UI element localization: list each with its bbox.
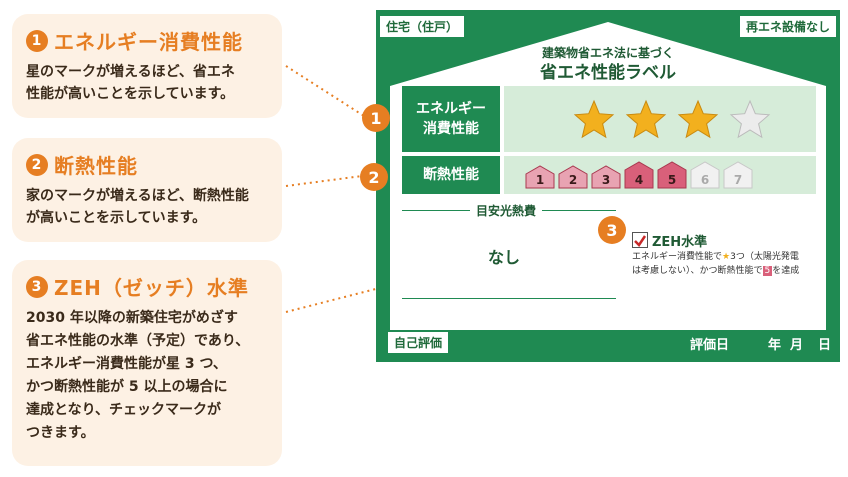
cost-divider-bottom (402, 298, 616, 299)
number-badge: 1 (26, 29, 48, 52)
card-title: 断熱性能 (54, 154, 138, 178)
energy-row-label: エネルギー 消費性能 (402, 86, 500, 152)
small-house-icon: 5 (762, 266, 773, 276)
day-label: 日 (818, 338, 832, 353)
star-rating (573, 99, 771, 139)
card-text: 家のマークが増えるほど、断熱性能 が高いことを示しています。 (26, 188, 249, 226)
tag-residence: 住宅（住戸） (380, 16, 465, 37)
month-label: 月 (790, 338, 804, 353)
zeh-label: ZEH水準 (652, 235, 708, 250)
house-level-icon: 4 (624, 161, 654, 189)
connector-line-1 (285, 65, 365, 117)
connector-line-2 (285, 175, 363, 187)
star-filled-icon (625, 99, 667, 139)
insulation-explanation-card: 2 断熱性能 家のマークが増えるほど、断熱性能 が高いことを示しています。 (12, 138, 282, 242)
energy-stars-row (504, 86, 816, 152)
star-filled-icon (677, 99, 719, 139)
house-level-number: 1 (536, 173, 544, 187)
zeh-explanation-card: 3 ZEH（ゼッチ）水準 2030 年以降の新築住宅がめざす 省エネ性能の水準（… (12, 260, 282, 466)
callout-2: 2 (360, 163, 388, 191)
tag-renewable: 再エネ設備なし (739, 16, 836, 37)
house-level-number: 2 (569, 173, 577, 187)
card-title: エネルギー消費性能 (54, 30, 243, 54)
house-rating: 1 2 3 4 5 6 7 (525, 161, 753, 189)
label-subtitle: 建築物省エネ法に基づく (541, 46, 674, 60)
insulation-houses-row: 1 2 3 4 5 6 7 (504, 156, 816, 194)
house-level-icon: 3 (591, 165, 621, 189)
house-level-number: 6 (701, 173, 709, 187)
house-level-icon: 7 (723, 161, 753, 189)
card-text: 星のマークが増えるほど、省エネ 性能が高いことを示しています。 (26, 64, 235, 102)
year-label: 年 (768, 338, 782, 353)
card-title: ZEH（ゼッチ）水準 (54, 276, 249, 300)
number-badge: 3 (26, 275, 48, 298)
star-filled-icon (573, 99, 615, 139)
star-empty-icon (729, 99, 771, 139)
insulation-row-label: 断熱性能 (402, 156, 500, 194)
house-level-icon: 1 (525, 165, 555, 189)
card-text: 2030 年以降の新築住宅がめざす 省エネ性能の水準（予定）であり、 エネルギー… (26, 310, 250, 441)
date-label: 評価日 (690, 338, 730, 353)
number-badge: 2 (26, 153, 48, 176)
house-level-icon: 5 (657, 161, 687, 189)
small-star-icon: ★ (722, 252, 731, 262)
cost-value: なし (488, 248, 521, 267)
house-level-number: 3 (602, 173, 610, 187)
cost-label: 目安光熱費 (470, 202, 543, 219)
house-level-number: 7 (734, 173, 742, 187)
house-level-number: 4 (635, 173, 643, 187)
house-level-icon: 2 (558, 165, 588, 189)
self-eval-badge: 自己評価 (388, 332, 449, 353)
energy-label: 住宅（住戸） 再エネ設備なし 建築物省エネ法に基づく 省エネ性能ラベル エネルギ… (376, 10, 840, 362)
label-title: 省エネ性能ラベル (540, 63, 676, 83)
callout-3: 3 (598, 216, 626, 244)
house-level-number: 5 (668, 173, 676, 187)
house-level-icon: 6 (690, 161, 720, 189)
zeh-checkbox (632, 232, 648, 248)
check-icon (634, 235, 647, 247)
callout-1: 1 (362, 104, 390, 132)
energy-explanation-card: 1 エネルギー消費性能 星のマークが増えるほど、省エネ 性能が高いことを示してい… (12, 14, 282, 118)
